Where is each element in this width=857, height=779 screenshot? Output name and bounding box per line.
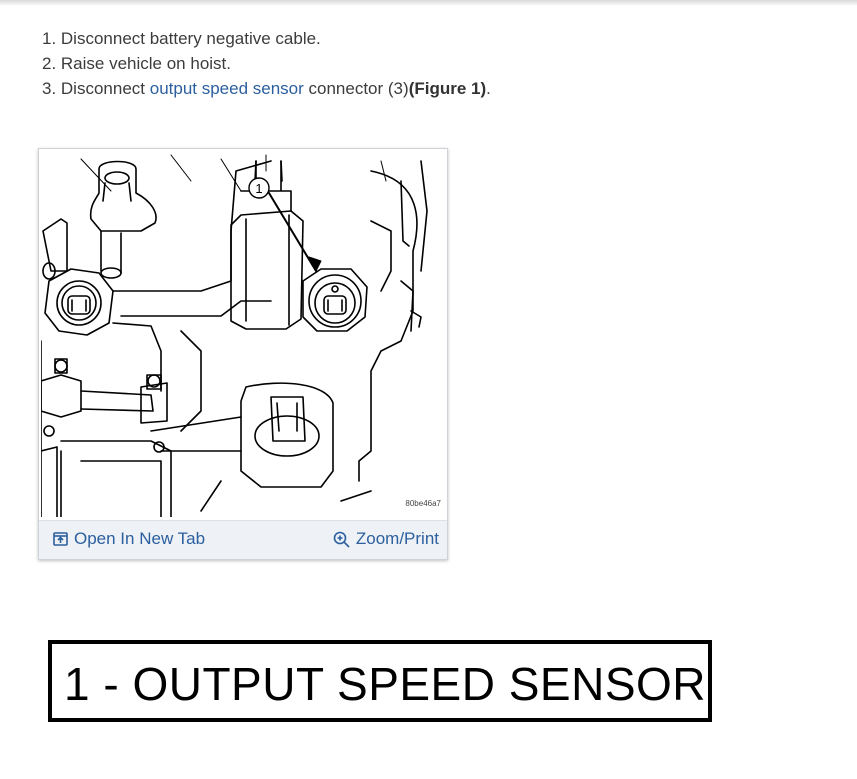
- callout-number: 1: [255, 181, 262, 196]
- figure-card: 1 80be46a7: [38, 148, 448, 560]
- output-speed-sensor-link[interactable]: output speed sensor: [149, 79, 304, 98]
- figure-toolbar: Open In New Tab Zoom/Print: [39, 520, 447, 559]
- legend-text: 1 - OUTPUT SPEED SENSOR: [64, 658, 707, 710]
- step-1: 1. Disconnect battery negative cable.: [42, 29, 321, 48]
- zoom-in-icon: [333, 531, 350, 548]
- figure-reference: (Figure 1): [408, 79, 487, 98]
- step-2: 2. Raise vehicle on hoist.: [42, 54, 231, 73]
- procedure-steps: 1. Disconnect battery negative cable. 2.…: [42, 26, 491, 101]
- open-new-tab-icon: [53, 532, 68, 546]
- step-3: 3. Disconnect output speed sensor connec…: [42, 79, 491, 98]
- transmission-diagram[interactable]: 1: [41, 151, 445, 517]
- legend-box: 1 - OUTPUT SPEED SENSOR: [48, 640, 712, 722]
- open-in-new-tab-button[interactable]: Open In New Tab: [53, 529, 205, 549]
- zoom-print-label: Zoom/Print: [355, 529, 439, 548]
- figure-code: 80be46a7: [405, 499, 441, 508]
- open-in-new-tab-label: Open In New Tab: [74, 529, 206, 548]
- top-shadow: [0, 0, 857, 6]
- zoom-print-button[interactable]: Zoom/Print: [333, 529, 439, 549]
